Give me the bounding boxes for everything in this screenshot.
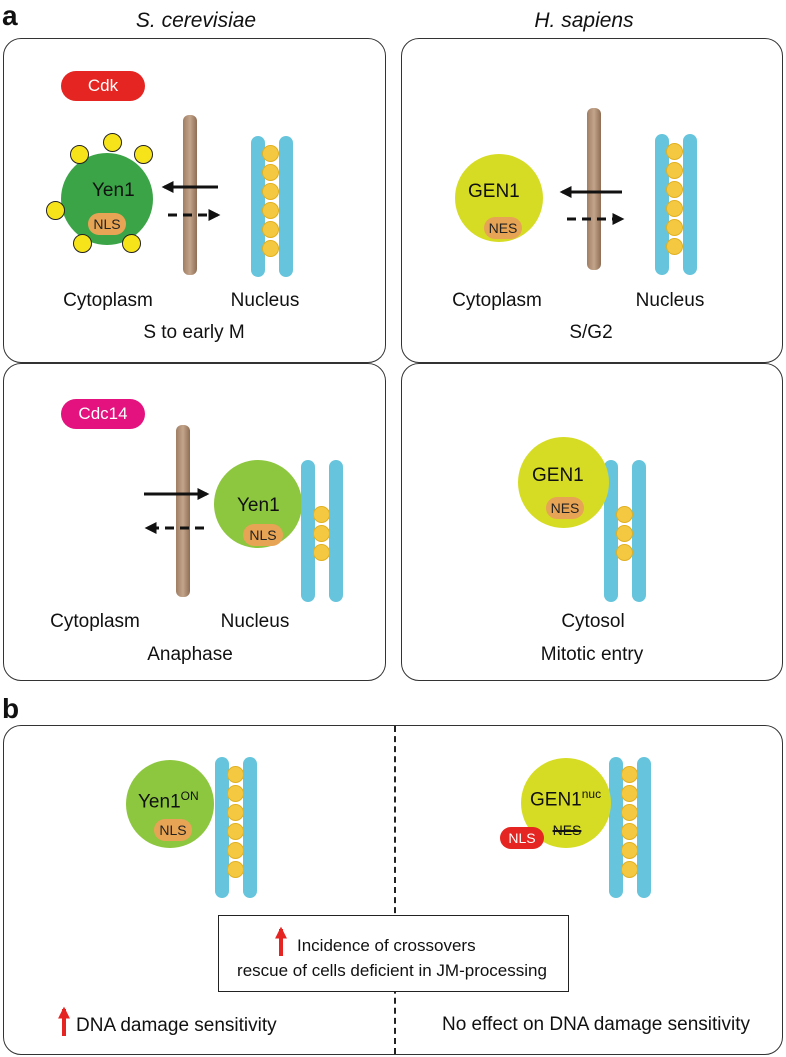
- dna-damage-effect-left: DNA damage sensitivity: [76, 1015, 277, 1036]
- nucleosome: [313, 525, 330, 542]
- nucleosome: [227, 861, 244, 878]
- phase-label: S/G2: [569, 322, 613, 343]
- nucleosome: [621, 842, 638, 859]
- gen1-label: GEN1: [532, 465, 584, 486]
- nucleosome: [621, 861, 638, 878]
- phosphate-icon: [122, 234, 141, 253]
- nucleosome: [666, 181, 683, 198]
- phosphate-icon: [103, 133, 122, 152]
- nucleosome: [666, 162, 683, 179]
- nls-tag: NLS: [154, 819, 192, 841]
- dna-strand: [632, 460, 646, 602]
- panel-a-label: a: [2, 0, 18, 31]
- nucleosome: [262, 202, 279, 219]
- nucleus-label: Nucleus: [220, 611, 290, 632]
- nucleosome: [227, 823, 244, 840]
- dna-strand: [251, 136, 265, 277]
- nucleosome: [262, 164, 279, 181]
- up-arrow-icon: [58, 1006, 70, 1036]
- phosphate-icon: [134, 145, 153, 164]
- nes-tag: NES: [484, 217, 522, 239]
- yen1-label: Yen1: [92, 180, 135, 201]
- nucleosome: [666, 200, 683, 217]
- nucleosome: [262, 240, 279, 257]
- nls-added-tag: NLS: [500, 827, 544, 849]
- up-arrow-icon: [275, 926, 287, 956]
- phase-label: Anaphase: [147, 644, 233, 665]
- nucleosome: [621, 766, 638, 783]
- nucleosome: [621, 785, 638, 802]
- dna-strand: [637, 757, 651, 898]
- species-left-label: S. cerevisiae: [135, 9, 257, 32]
- dna-strand: [604, 460, 618, 602]
- nucleosome: [666, 219, 683, 236]
- nucleosome: [227, 842, 244, 859]
- dna-strand: [243, 757, 257, 898]
- crossover-line1: Incidence of crossovers: [297, 936, 476, 955]
- nucleosome: [616, 544, 633, 561]
- cytoplasm-label: Cytoplasm: [452, 290, 542, 311]
- nucleosome: [616, 525, 633, 542]
- nucleus-label: Nucleus: [230, 290, 300, 311]
- dna-strand: [655, 134, 669, 275]
- nucleosome: [666, 238, 683, 255]
- nucleosome: [262, 221, 279, 238]
- cytosol-label: Cytosol: [561, 611, 625, 632]
- nls-tag: NLS: [243, 524, 283, 546]
- nucleosome: [621, 823, 638, 840]
- panel-a-bottom-right: [401, 363, 783, 681]
- nucleosome: [262, 145, 279, 162]
- nucleosome: [666, 143, 683, 160]
- cdc14-badge: Cdc14: [61, 399, 145, 429]
- nucleosome: [227, 804, 244, 821]
- dna-strand: [329, 460, 343, 602]
- nuclear-membrane: [183, 115, 197, 275]
- nls-tag: NLS: [88, 213, 126, 235]
- transport-arrows: [161, 181, 221, 221]
- yen1-on-label: Yen1ON: [138, 789, 199, 813]
- phosphate-icon: [70, 145, 89, 164]
- phosphate-icon: [73, 234, 92, 253]
- crossover-line2: rescue of cells deficient in JM-processi…: [237, 961, 547, 980]
- gen1-nuc-label: GEN1nuc: [530, 787, 602, 811]
- yen1-label: Yen1: [237, 495, 280, 516]
- nucleosome: [227, 766, 244, 783]
- phosphate-icon: [46, 201, 65, 220]
- nucleosome: [262, 183, 279, 200]
- nuclear-membrane: [587, 108, 601, 270]
- nucleus-label: Nucleus: [635, 290, 705, 311]
- dna-strand: [215, 757, 229, 898]
- dna-strand: [301, 460, 315, 602]
- dna-strand: [279, 136, 293, 277]
- nucleosome: [616, 506, 633, 523]
- cdk-badge: Cdk: [61, 71, 145, 101]
- transport-arrows: [559, 186, 625, 225]
- nucleosome: [313, 506, 330, 523]
- dna-strand: [609, 757, 623, 898]
- dna-damage-effect-right: No effect on DNA damage sensitivity: [441, 1014, 751, 1035]
- nucleosome: [227, 785, 244, 802]
- nucleosome: [313, 544, 330, 561]
- gen1-label: GEN1: [468, 181, 520, 202]
- cytoplasm-label: Cytoplasm: [50, 611, 140, 632]
- panel-b: [3, 725, 783, 1055]
- nes-removed-tag: NES: [552, 822, 582, 838]
- panel-b-label: b: [2, 693, 20, 724]
- dna-strand: [683, 134, 697, 275]
- phase-label: Mitotic entry: [540, 644, 644, 665]
- divider: [394, 726, 396, 1054]
- transport-arrows: [144, 488, 210, 534]
- species-right-label: H. sapiens: [534, 9, 634, 32]
- nuclear-membrane: [176, 425, 190, 597]
- phase-label: S to early M: [143, 322, 245, 343]
- nes-tag: NES: [546, 497, 584, 519]
- cytoplasm-label: Cytoplasm: [63, 290, 153, 311]
- nucleosome: [621, 804, 638, 821]
